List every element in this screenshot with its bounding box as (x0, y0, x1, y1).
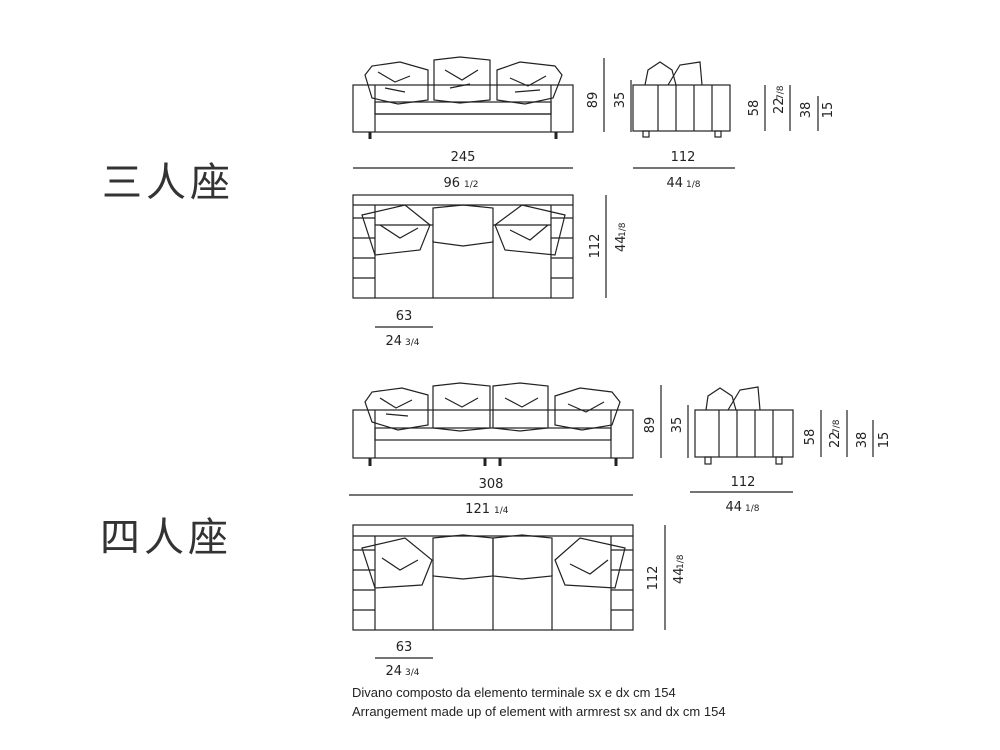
three-seat-front-dims (353, 58, 632, 169)
three-seat-top-depth: 112 (588, 234, 603, 259)
four-seat-top-depth: 112 (646, 566, 661, 591)
three-seat-width-in-frac: 1/2 (464, 180, 478, 190)
four-seat-seat-low: 15 (877, 432, 892, 449)
four-seat-module-in-frac: 3/4 (405, 668, 420, 678)
three-seat-width-in: 96 (443, 176, 460, 191)
four-seat-front-view (352, 382, 634, 466)
three-seat-top-dims (375, 195, 607, 328)
three-seat-arm-height-in-frac: 7/8 (776, 85, 786, 100)
three-seat-side-dims (633, 85, 819, 169)
three-seat-depth: 112 (671, 150, 696, 165)
four-seat-depth-in-frac: 1/8 (745, 504, 760, 514)
three-seat-width: 245 (451, 150, 476, 165)
four-seat-height: 89 (643, 417, 658, 434)
three-seat-module: 63 (396, 309, 413, 324)
three-seat-side-view (632, 61, 731, 138)
three-seat-depth-in: 44 (666, 176, 683, 191)
note-italian: Divano composto da elemento terminale sx… (352, 685, 676, 700)
four-seat-arm-height-in-frac: 7/8 (832, 419, 842, 434)
four-seat-module: 63 (396, 640, 413, 655)
four-seat-label: 四人座 (100, 515, 232, 561)
four-seat-side-view (694, 386, 794, 465)
three-seat-depth-in-frac: 1/8 (686, 180, 701, 190)
three-seat-arm-height-in: 22 (772, 97, 787, 114)
three-seat-seat-low: 15 (821, 102, 836, 119)
four-seat-side-dims (690, 410, 874, 493)
four-seat-depth: 112 (731, 475, 756, 490)
four-seat-top-depth-in-frac: 1/8 (676, 554, 686, 569)
three-seat-module-in: 24 (385, 334, 402, 349)
four-seat-top-view (352, 524, 634, 631)
three-seat-top-depth-in: 44 (614, 235, 629, 252)
three-seat-arm-height: 58 (747, 100, 762, 117)
note-english: Arrangement made up of element with armr… (352, 704, 726, 719)
three-seat-label: 三人座 (102, 160, 234, 206)
four-seat-front-dims (349, 385, 689, 496)
four-seat-width-in-frac: 1/4 (494, 506, 509, 516)
three-seat-front-view (352, 56, 574, 139)
four-seat-arm-height-in: 22 (828, 431, 843, 448)
three-seat-height: 89 (586, 92, 601, 109)
three-seat-top-view (352, 194, 574, 299)
four-seat-depth-in: 44 (725, 500, 742, 515)
four-seat-module-in: 24 (385, 664, 402, 679)
four-seat-top-dims (375, 525, 666, 659)
four-seat-seat-in: 38 (855, 432, 870, 449)
four-seat-top-depth-in: 44 (672, 567, 687, 584)
four-seat-width-in: 121 (465, 502, 490, 517)
three-seat-seat-height: 35 (613, 92, 628, 109)
four-seat-width: 308 (479, 477, 504, 492)
four-seat-arm-height: 58 (803, 429, 818, 446)
three-seat-seat-in: 38 (799, 102, 814, 119)
three-seat-top-depth-in-frac: 1/8 (618, 222, 628, 237)
four-seat-seat-height: 35 (670, 417, 685, 434)
three-seat-module-in-frac: 3/4 (405, 338, 420, 348)
